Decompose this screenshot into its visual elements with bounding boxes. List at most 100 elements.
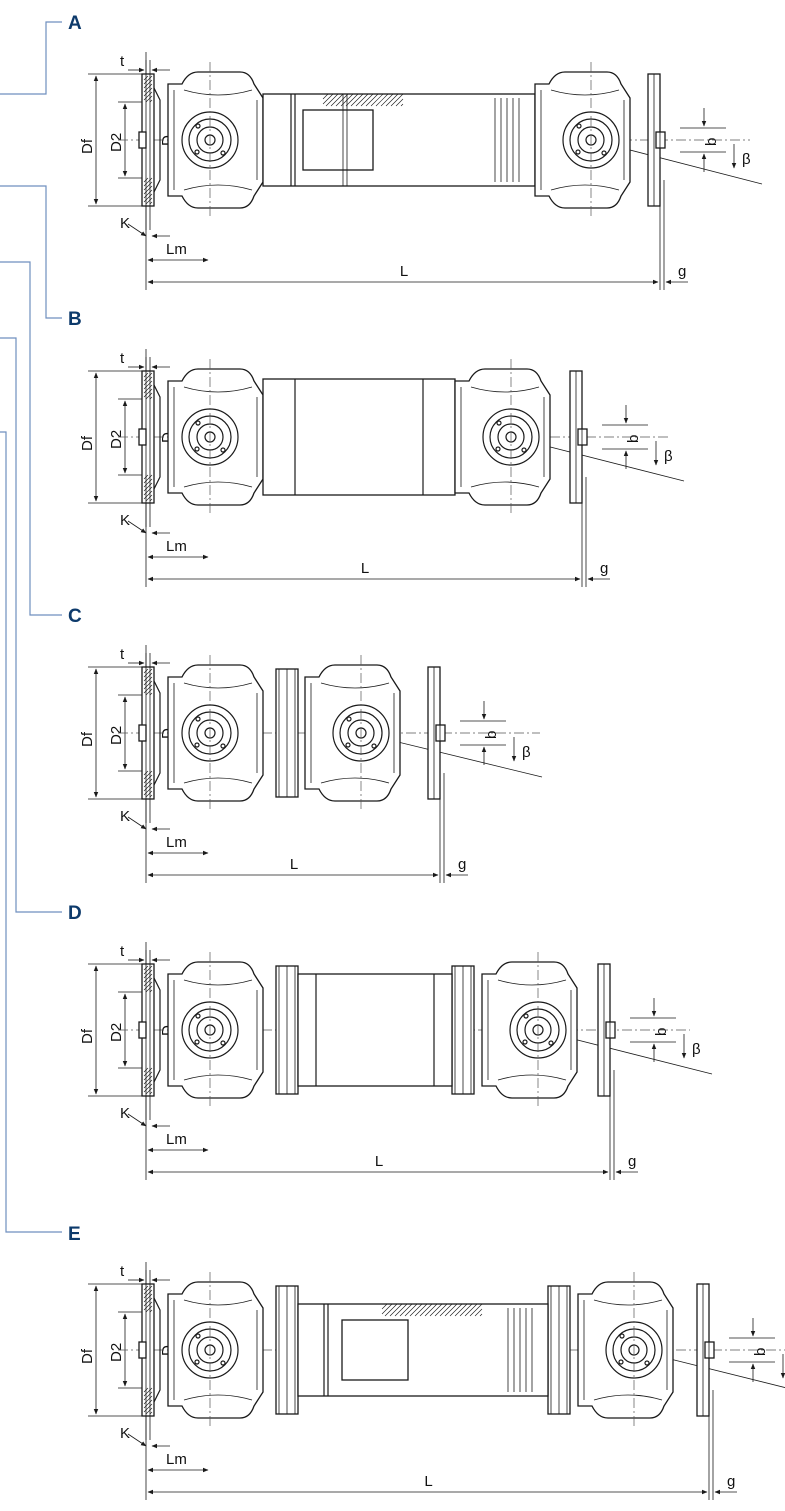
bolt-hole <box>346 716 352 722</box>
hatching <box>143 372 153 400</box>
right-flange <box>597 963 616 1097</box>
flange-key <box>655 131 666 149</box>
hatching <box>143 75 153 103</box>
yoke-saddle-top <box>183 979 253 986</box>
hatch-line <box>143 1285 153 1295</box>
hatch-line <box>345 93 359 107</box>
flange-key <box>138 428 147 446</box>
yoke-saddle-top <box>593 1299 663 1306</box>
right-flange <box>647 73 666 207</box>
label-lm: Lm <box>166 834 187 851</box>
bolt-hole <box>496 420 502 426</box>
shaft-section-e: D3LvtDfD2DKLmLgbβ <box>79 1262 785 1500</box>
yoke-body <box>481 961 578 1099</box>
hatch-line <box>145 688 153 696</box>
tube-shaft <box>262 378 456 496</box>
label-t: t <box>120 350 125 367</box>
hatch-line <box>419 1303 433 1317</box>
hatch-line <box>381 1303 393 1315</box>
hatch-line <box>474 1308 483 1317</box>
hatch-line <box>143 977 153 987</box>
label-k: K <box>120 1425 130 1442</box>
hatch-line <box>390 93 404 107</box>
hatching <box>143 770 153 798</box>
bolt-hole <box>194 446 200 452</box>
yoke-saddle-bottom <box>593 1394 663 1401</box>
flanged-telescopic-shaft <box>275 1285 571 1415</box>
section-letter-a: A <box>68 13 82 34</box>
universal-joint <box>534 62 631 218</box>
bolt-hole <box>220 1040 226 1046</box>
k-arrow <box>127 223 147 237</box>
hatch-line <box>394 1303 408 1317</box>
yoke-saddle-bottom <box>183 481 253 488</box>
hatch-line <box>143 1067 153 1077</box>
label-g: g <box>727 1473 735 1490</box>
bolt-hole <box>575 149 581 155</box>
label-b: b <box>653 1028 670 1036</box>
hatch-line <box>143 376 153 386</box>
bolt-hole <box>195 716 201 722</box>
hatch-line <box>439 1303 453 1317</box>
hatch-line <box>335 93 349 107</box>
label-beta: β <box>692 1041 701 1058</box>
shaft-section-a: D3LvtDfD2DKLmLgbβ <box>79 52 763 290</box>
hatch-line <box>143 1079 153 1089</box>
yoke-saddle-top <box>183 89 253 96</box>
hatch-line <box>145 392 153 400</box>
label-beta: β <box>522 744 531 761</box>
flanged-coupling <box>275 668 299 798</box>
hatch-line <box>143 79 153 89</box>
yoke-saddle-bottom <box>320 777 390 784</box>
bolt-hole <box>601 150 607 156</box>
yoke-saddle-top <box>183 682 253 689</box>
label-d2: D2 <box>108 1023 125 1042</box>
hatch-line <box>429 1303 443 1317</box>
hatch-line <box>143 981 153 991</box>
hatch-line <box>143 1399 153 1409</box>
hatch-line <box>143 1403 153 1413</box>
label-b: b <box>625 435 642 443</box>
hatch-line <box>143 1391 153 1401</box>
hatching <box>143 668 153 696</box>
bolt-hole <box>495 446 501 452</box>
label-beta: β <box>664 448 673 465</box>
hatching <box>381 1303 483 1317</box>
flange-key <box>605 1021 616 1039</box>
hatch-line <box>143 969 153 979</box>
label-t: t <box>120 1263 125 1280</box>
universal-joint <box>167 1272 264 1428</box>
universal-joint <box>304 655 401 811</box>
label-l: L <box>375 1153 383 1170</box>
yoke-saddle-top <box>183 1299 253 1306</box>
outer-tube <box>297 1303 549 1397</box>
label-t: t <box>120 943 125 960</box>
hatch-line <box>424 1303 438 1317</box>
hatch-line <box>143 1075 153 1085</box>
hatch-line <box>464 1303 478 1317</box>
yoke-saddle-top <box>320 682 390 689</box>
bolt-hole <box>220 1360 226 1366</box>
label-d2: D2 <box>108 1343 125 1362</box>
yoke-saddle-top <box>183 386 253 393</box>
hatch-line <box>143 189 153 199</box>
hatch-line <box>143 1387 153 1397</box>
right-flange <box>696 1283 715 1417</box>
label-lm: Lm <box>166 241 187 258</box>
hatch-line <box>143 91 153 101</box>
hatch-line <box>389 1303 403 1317</box>
hatch-line <box>143 668 153 678</box>
bolt-hole <box>220 743 226 749</box>
hatch-line <box>459 1303 473 1317</box>
universal-joint <box>577 1272 674 1428</box>
flange-key <box>138 131 147 149</box>
flange-key <box>138 724 147 742</box>
hatch-line <box>384 1303 398 1317</box>
yoke-saddle-bottom <box>497 1074 567 1081</box>
flange-key <box>138 1021 147 1039</box>
bolt-hole <box>195 123 201 129</box>
hatch-line <box>143 684 153 694</box>
shaft-tube <box>297 973 453 1087</box>
hatch-line <box>143 388 153 398</box>
